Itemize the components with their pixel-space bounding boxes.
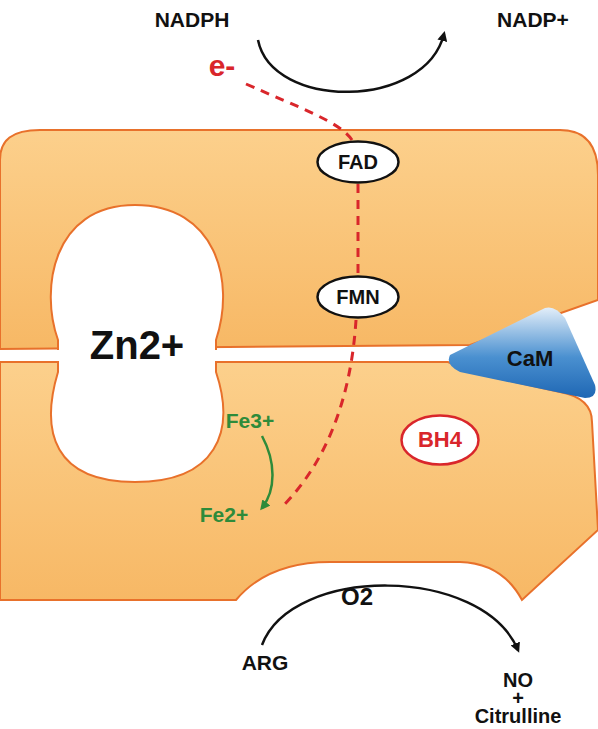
text-label: NADPH [155,9,230,30]
node-label: BH4 [418,429,462,451]
text-label: Zn2+ [90,325,184,365]
cofactor-ellipse: FMN [316,275,400,319]
text-label: ARG [242,652,289,673]
node-label: FAD [338,152,378,172]
cofactor-ellipse: BH4 [400,414,480,466]
text-label: NO [503,670,533,690]
nadph-arrow [258,34,444,92]
text-label: e- [209,51,236,81]
text-label: + [512,688,524,708]
text-label: Citrulline [475,706,562,726]
calmodulin-shape: CaM [446,305,598,401]
node-label: FMN [336,287,379,307]
text-label: NADP+ [497,9,569,30]
node-label: CaM [507,348,553,370]
reduction-arrow [262,436,273,508]
text-label: Fe2+ [200,504,248,525]
electron-transfer-line [357,184,360,275]
cofactor-ellipse: FAD [316,140,400,184]
electron-path [246,84,352,140]
text-label: O2 [341,585,373,609]
text-label: Fe3+ [226,410,274,431]
reaction-arrow [262,586,518,650]
zinc-cavity [51,205,223,482]
electron-path [284,320,356,505]
